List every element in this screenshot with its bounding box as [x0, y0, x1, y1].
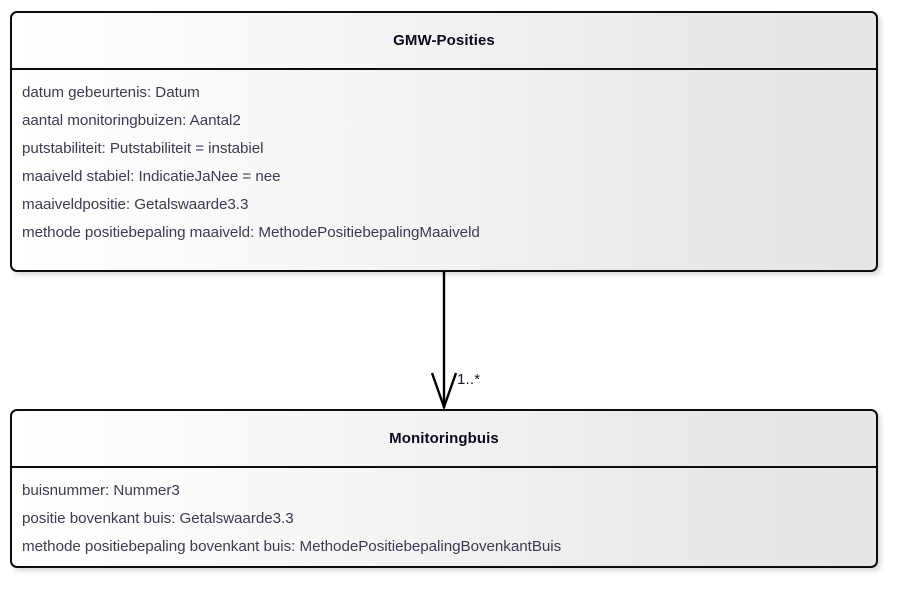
uml-attribute: maaiveld stabiel: IndicatieJaNee = nee: [22, 168, 281, 185]
uml-class-header-gmw-posities: GMW-Posities: [12, 13, 876, 70]
uml-attribute: methode positiebepaling bovenkant buis: …: [22, 538, 562, 555]
uml-attribute-list-monitoringbuis: buisnummer: Nummer3 positie bovenkant bu…: [12, 468, 876, 566]
uml-attribute: positie bovenkant buis: Getalswaarde3.3: [22, 510, 294, 527]
uml-attribute: datum gebeurtenis: Datum: [22, 84, 200, 101]
uml-class-monitoringbuis[interactable]: Monitoringbuis buisnummer: Nummer3 posit…: [10, 409, 878, 568]
uml-attribute: buisnummer: Nummer3: [22, 482, 180, 499]
uml-class-name-gmw-posities: GMW-Posities: [393, 32, 495, 49]
association-multiplicity-label: 1..*: [457, 371, 481, 388]
uml-class-gmw-posities[interactable]: GMW-Posities datum gebeurtenis: Datum aa…: [10, 11, 878, 272]
uml-class-name-monitoringbuis: Monitoringbuis: [389, 430, 499, 447]
association-open-arrowhead: [430, 372, 458, 411]
uml-attribute: putstabiliteit: Putstabiliteit = instabi…: [22, 140, 264, 157]
uml-attribute: maaiveldpositie: Getalswaarde3.3: [22, 196, 249, 213]
uml-attribute-list-gmw-posities: datum gebeurtenis: Datum aantal monitori…: [12, 70, 876, 255]
uml-class-header-monitoringbuis: Monitoringbuis: [12, 411, 876, 468]
uml-attribute: aantal monitoringbuizen: Aantal2: [22, 112, 241, 129]
uml-attribute: methode positiebepaling maaiveld: Method…: [22, 224, 480, 241]
